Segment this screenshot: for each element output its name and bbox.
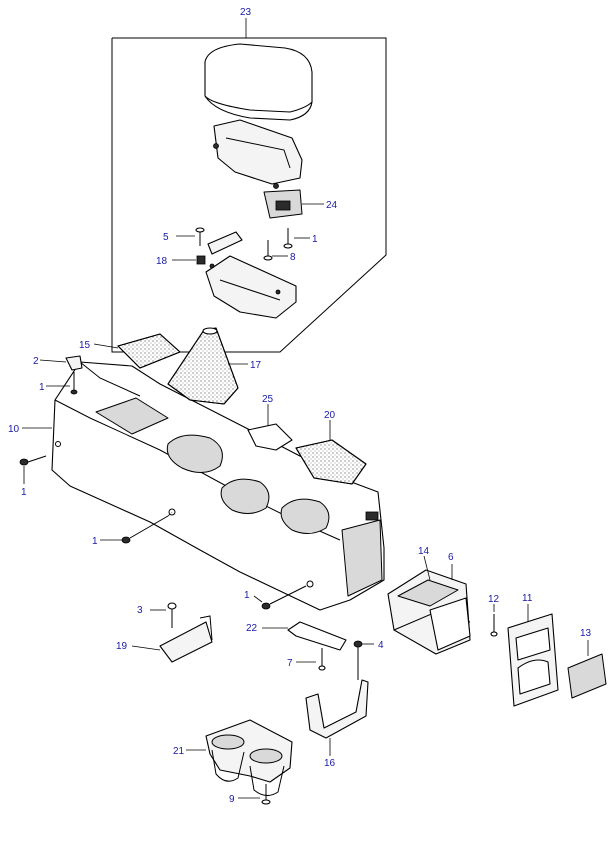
callout-15: 15 xyxy=(79,340,91,351)
callout-25: 25 xyxy=(262,394,274,405)
armrest-lid xyxy=(204,43,313,121)
trim-22 xyxy=(287,621,347,651)
bezel-11 xyxy=(507,604,559,707)
screw-1-left-lower xyxy=(19,455,47,484)
panel-13 xyxy=(567,640,607,699)
screw-1-front xyxy=(100,511,173,544)
callout-1-left-upper: 1 xyxy=(39,382,45,393)
armrest-assembly-group xyxy=(111,18,387,353)
console-cupholder-front xyxy=(166,434,223,473)
armrest-base xyxy=(213,119,303,185)
callout-13: 13 xyxy=(580,628,592,639)
console-body xyxy=(22,361,385,611)
armrest-bracket xyxy=(207,231,243,255)
callout-1-right: 1 xyxy=(244,590,250,601)
callout-7: 7 xyxy=(287,658,293,669)
callout-19: 19 xyxy=(116,641,128,652)
callout-3: 3 xyxy=(137,605,143,616)
callout-24: 24 xyxy=(326,200,338,211)
bracket-2 xyxy=(39,355,83,371)
callout-14: 14 xyxy=(418,546,430,557)
screw-3 xyxy=(150,602,177,628)
group-box-outline xyxy=(111,37,387,353)
callout-8: 8 xyxy=(290,252,296,263)
callout-16: 16 xyxy=(324,758,336,769)
callout-5: 5 xyxy=(163,232,169,243)
callout-23: 23 xyxy=(240,7,252,18)
bracket-19 xyxy=(131,615,213,663)
console-cupholder-rear xyxy=(220,478,270,514)
callout-9: 9 xyxy=(229,794,235,805)
callout-1-left-lower: 1 xyxy=(21,487,27,498)
callout-17: 17 xyxy=(250,360,262,371)
console-cupholder-rear-2 xyxy=(280,498,330,534)
clip-18 xyxy=(172,255,206,265)
callout-1-armrest: 1 xyxy=(312,234,318,245)
screw-12 xyxy=(490,604,498,637)
screw-1-left-upper xyxy=(46,372,78,395)
screw-1-armrest xyxy=(283,228,310,249)
screw-8 xyxy=(263,240,288,261)
callout-10: 10 xyxy=(8,424,20,435)
cupholder-21 xyxy=(186,719,293,796)
console-cover-15 xyxy=(117,333,181,369)
callout-1-front: 1 xyxy=(92,536,98,547)
callout-6: 6 xyxy=(448,552,454,563)
screw-4 xyxy=(353,640,374,680)
console-rear-pocket xyxy=(341,519,383,597)
shift-boot xyxy=(167,327,239,405)
armrest-lower-housing xyxy=(205,255,297,319)
callout-4: 4 xyxy=(378,640,384,651)
screw-5 xyxy=(176,227,205,246)
ashtray-assembly xyxy=(387,555,471,655)
callout-11: 11 xyxy=(522,593,533,604)
trim-25 xyxy=(247,423,293,451)
console-storage-opening xyxy=(95,397,169,435)
screw-9 xyxy=(238,784,271,805)
callout-22: 22 xyxy=(246,623,258,634)
screw-1-right xyxy=(253,585,307,610)
screw-7 xyxy=(296,648,326,671)
callout-20: 20 xyxy=(324,410,336,421)
callout-12: 12 xyxy=(488,594,500,605)
callout-21: 21 xyxy=(173,746,185,757)
callout-2: 2 xyxy=(33,356,39,367)
bracket-16 xyxy=(305,679,369,756)
callout-18: 18 xyxy=(156,256,168,267)
